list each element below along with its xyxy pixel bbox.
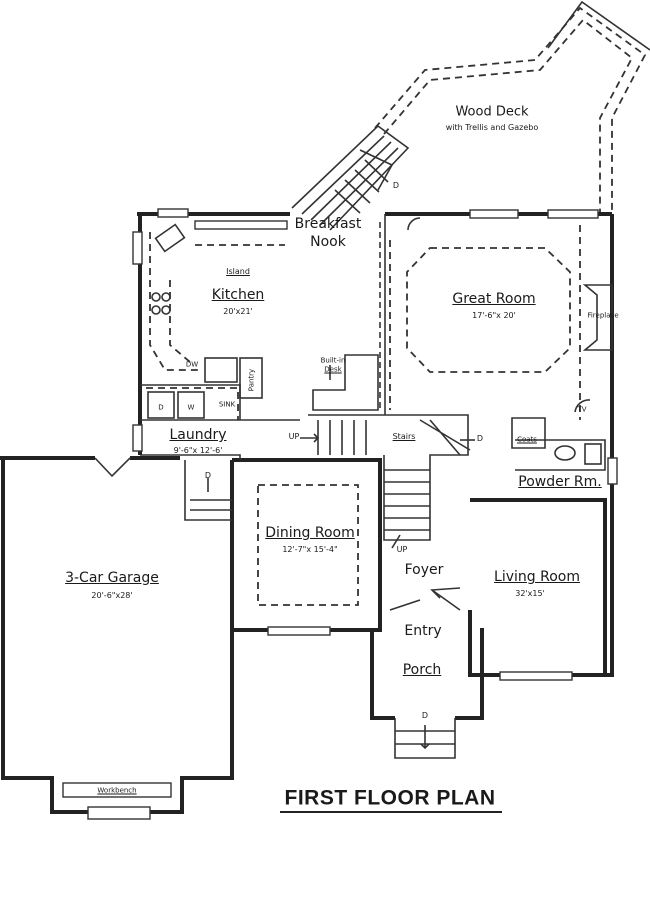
deck-down-label: D	[392, 181, 400, 190]
desk-label: Desk	[324, 365, 342, 374]
stairs-label: Stairs	[392, 432, 416, 441]
washer-label: W	[187, 403, 195, 412]
wood-deck-note: with Trellis and Gazebo	[445, 123, 539, 132]
interior-walls	[140, 214, 613, 759]
porch-label: Porch	[402, 662, 442, 678]
plan-title: FIRST FLOOR PLAN	[284, 786, 496, 810]
stair-up-main-label: UP	[288, 432, 300, 441]
breakfast-nook-label-line2: Nook	[310, 234, 346, 250]
garage-dims: 20'-6"x28'	[91, 591, 133, 600]
living-room-dims: 32'x15'	[515, 589, 545, 598]
fireplace-label: Fireplace	[587, 311, 619, 320]
powder-room-label: Powder Rm.	[518, 474, 602, 490]
sink-label: SINK	[218, 400, 236, 409]
kitchen-island-label: Island	[226, 267, 250, 276]
laundry-dims: 9'-6"x 12'-6'	[173, 446, 223, 455]
stair-down-label: D	[476, 434, 484, 443]
entry-label: Entry	[404, 623, 442, 639]
dining-room-dims: 12'-7"x 15'-4"	[282, 545, 338, 554]
kitchen-counters	[149, 223, 285, 371]
deck-stairs	[291, 124, 410, 231]
coats-label: Coats	[517, 435, 537, 444]
stair-arrows	[207, 365, 475, 750]
foyer-up-label: UP	[396, 545, 408, 554]
laundry-appliances	[146, 387, 239, 420]
great-room-ceiling	[389, 225, 581, 420]
dryer-label: D	[158, 403, 164, 412]
kitchen-dims: 20'x21'	[223, 307, 253, 316]
dining-room-label: Dining Room	[265, 525, 355, 541]
door-swings	[94, 217, 591, 599]
wood-deck-label: Wood Deck	[455, 104, 529, 120]
laundry-down-label: D	[204, 471, 212, 480]
garage-label: 3-Car Garage	[65, 570, 159, 586]
windows	[62, 208, 618, 820]
great-room-label: Great Room	[452, 291, 536, 307]
dashed-ceilings	[257, 484, 359, 606]
builtin-label: Built-in	[320, 356, 346, 365]
laundry-label: Laundry	[169, 427, 227, 443]
tv-label: TV	[577, 405, 587, 414]
living-room-label: Living Room	[494, 569, 580, 585]
porch-down-label: D	[421, 711, 429, 720]
great-room-dims: 17'-6"x 20'	[472, 311, 516, 320]
workbench-label: Workbench	[97, 786, 137, 795]
kitchen-label: Kitchen	[211, 287, 265, 303]
wood-deck-outline	[374, 0, 650, 215]
foyer-label: Foyer	[404, 562, 444, 578]
breakfast-nook-label-line1: Breakfast	[294, 216, 362, 232]
dw-label: DW	[185, 360, 199, 369]
